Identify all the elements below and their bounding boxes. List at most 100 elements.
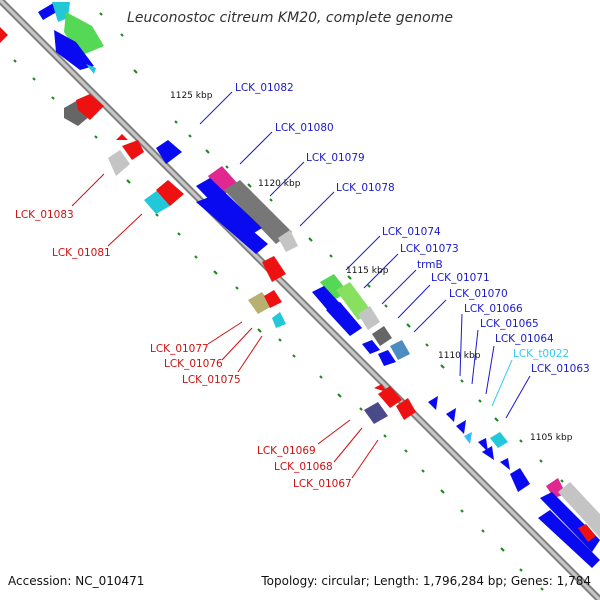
leader-line [107, 213, 143, 247]
kbp-markers: 1125 kbp 1120 kbp 1115 kbp 1110 kbp 1105… [170, 91, 573, 443]
leader-line [269, 161, 305, 197]
gene-feature [336, 282, 372, 320]
leader-line [221, 327, 253, 361]
gene-feature [538, 510, 600, 568]
gene-feature [116, 134, 128, 140]
leader-line [299, 191, 335, 227]
leader-line [199, 91, 233, 125]
leader-line [237, 335, 263, 373]
leader-line [363, 253, 399, 289]
gene-label-lck-01080[interactable]: LCK_01080 [275, 122, 334, 134]
gene-label-lck-01065[interactable]: LCK_01065 [480, 318, 539, 330]
gene-feature [224, 180, 292, 244]
gene-label-lck-01073[interactable]: LCK_01073 [400, 243, 459, 255]
gene-feature [264, 290, 282, 308]
gene-label-lck-01076[interactable]: LCK_01076 [164, 358, 223, 370]
gene-feature [108, 150, 130, 176]
leader-line [381, 269, 417, 305]
gene-label-trmb[interactable]: trmB [417, 259, 443, 271]
gene-feature [500, 458, 510, 470]
leader-line [485, 345, 495, 395]
gene-feature [374, 384, 386, 392]
gene-feature [196, 178, 262, 238]
gene-feature [482, 446, 494, 460]
gene-feature [272, 312, 286, 328]
kbp-marker: 1115 kbp [346, 266, 389, 276]
gene-feature [464, 432, 472, 444]
gene-feature [248, 292, 272, 314]
gene-label-lck-01079[interactable]: LCK_01079 [306, 152, 365, 164]
gene-feature [390, 340, 410, 360]
gene-feature [396, 398, 416, 420]
leader-line [333, 427, 363, 463]
gene-feature [478, 438, 488, 452]
scale-track-upper [99, 12, 584, 503]
gene-labels: LCK_01082 LCK_01080 LCK_01079 LCK_01078 … [15, 82, 590, 490]
kbp-marker: 1105 kbp [530, 433, 573, 443]
leader-line [413, 299, 447, 333]
gene-label-lck-01082[interactable]: LCK_01082 [235, 82, 294, 94]
gene-feature [446, 408, 456, 422]
gene-feature [86, 64, 96, 74]
kbp-marker: 1120 kbp [258, 179, 301, 189]
gene-label-lck-01068[interactable]: LCK_01068 [274, 461, 333, 473]
gene-feature [364, 402, 388, 424]
accession-text: Accession: NC_010471 [8, 574, 144, 588]
gene-label-lck-t0022[interactable]: LCK_t0022 [513, 348, 569, 360]
gene-label-lck-01069[interactable]: LCK_01069 [257, 445, 316, 457]
kbp-marker: 1125 kbp [170, 91, 213, 101]
gene-feature [510, 468, 530, 492]
gene-feature [358, 306, 380, 330]
leader-line [239, 131, 273, 165]
kbp-marker: 1110 kbp [438, 351, 481, 361]
gene-feature [278, 230, 298, 252]
leader-line [351, 439, 379, 479]
gene-feature [54, 30, 94, 70]
leader-line [317, 419, 351, 445]
leader-line [71, 173, 105, 207]
gene-feature [578, 524, 596, 542]
gene-feature [326, 302, 362, 336]
gene-feature [76, 94, 104, 120]
gene-feature [362, 340, 380, 354]
gene-label-lck-01071[interactable]: LCK_01071 [431, 272, 490, 284]
gene-label-lck-01081[interactable]: LCK_01081 [52, 247, 111, 259]
leader-line [207, 321, 243, 345]
gene-feature [428, 396, 438, 410]
leader-line [471, 329, 479, 385]
gene-feature [490, 432, 508, 448]
gene-feature [144, 190, 170, 214]
gene-feature [122, 140, 144, 160]
gene-feature [196, 196, 268, 254]
gene-feature [456, 420, 466, 434]
gene-feature [558, 482, 600, 538]
genome-summary-text: Topology: circular; Length: 1,796,284 bp… [260, 574, 591, 588]
gene-feature [156, 140, 182, 164]
gene-label-lck-01075[interactable]: LCK_01075 [182, 374, 241, 386]
gene-label-lck-01083[interactable]: LCK_01083 [15, 209, 74, 221]
gene-feature [64, 100, 90, 126]
map-title: Leuconostoc citreum KM20, complete genom… [127, 10, 453, 26]
gene-label-lck-01077[interactable]: LCK_01077 [150, 343, 209, 355]
gene-feature [262, 256, 286, 282]
leader-line [491, 359, 513, 407]
gene-label-lck-01067[interactable]: LCK_01067 [293, 478, 352, 490]
feature-track [0, 2, 600, 568]
gene-label-lck-01078[interactable]: LCK_01078 [336, 182, 395, 194]
gene-label-lck-01066[interactable]: LCK_01066 [464, 303, 523, 315]
leader-line [505, 375, 531, 419]
gene-feature [378, 386, 402, 408]
gene-label-lck-01063[interactable]: LCK_01063 [531, 363, 590, 375]
gene-feature [378, 350, 396, 366]
gene-feature [0, 27, 8, 43]
gene-label-lck-01074[interactable]: LCK_01074 [382, 226, 441, 238]
gene-label-lck-01070[interactable]: LCK_01070 [449, 288, 508, 300]
gene-label-lck-01064[interactable]: LCK_01064 [495, 333, 554, 345]
gene-feature [156, 180, 184, 206]
leader-line [397, 284, 431, 319]
leader-line [459, 313, 463, 377]
gene-feature [372, 326, 392, 346]
